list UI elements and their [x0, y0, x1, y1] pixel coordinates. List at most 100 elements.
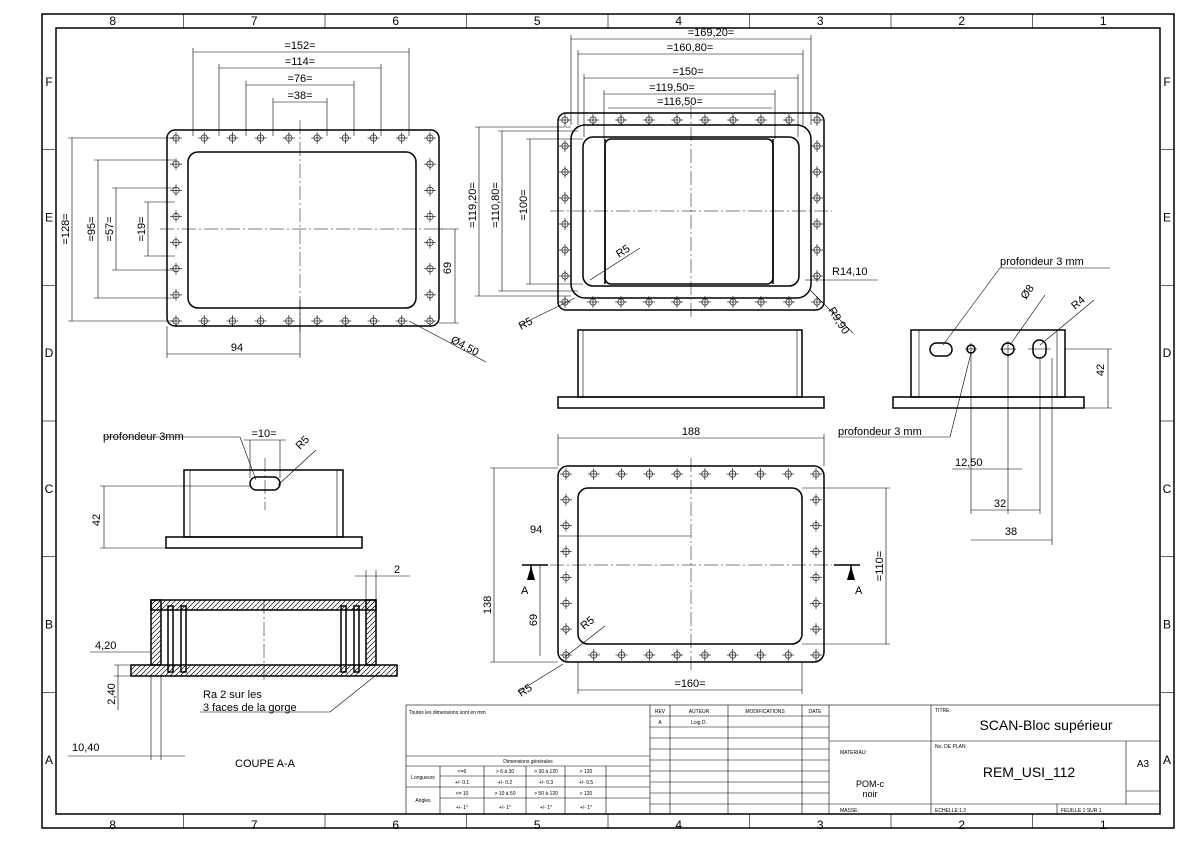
masse-label: MASSE: [840, 808, 859, 814]
dim-69: 69 [442, 262, 454, 274]
length-tol: +/- 0.2 [498, 780, 513, 786]
note-profondeur-l: profondeur 3mm [103, 431, 184, 443]
length-tol: +/- 0.3 [539, 780, 554, 786]
length-range: > 6 à 30 [496, 769, 514, 775]
general-dims: Dimensions générales [503, 759, 553, 765]
length-range: > 30 à 120 [534, 769, 558, 775]
dim-94: 94 [231, 342, 243, 354]
hole-pattern-center [560, 468, 822, 661]
no-plan-value: REM_USI_112 [983, 764, 1076, 780]
no-plan-label: No. DE PLAN [935, 744, 966, 750]
angle-tol: +/- 1° [580, 805, 592, 811]
angle-range: > 50 à 120 [534, 791, 558, 797]
zone-col-label: 2 [958, 14, 965, 28]
angle-range: > 120 [580, 791, 593, 797]
dim-1250: 12,50 [955, 457, 983, 469]
dim-42-l: 42 [91, 514, 103, 526]
zone-col-label: 4 [675, 14, 682, 28]
zone-row-label: F [45, 75, 52, 89]
section-view-aa: 2 4,20 2,40 10,40 Ra 2 sur les 3 faces d… [68, 564, 410, 770]
tolerance-table: <=6 > 6 à 30 > 30 à 120 > 120 +/- 0.1 +/- 0.2… [455, 769, 594, 811]
materiau-value-1: POM-c [856, 779, 884, 789]
hole-pattern-right [559, 114, 823, 308]
front-view-center [557, 329, 825, 409]
zone-row-label: C [45, 482, 54, 496]
author-value: Loig D. [691, 720, 707, 726]
length-tol: +/- 0.5 [579, 780, 594, 786]
zone-col-label: 2 [958, 818, 965, 832]
plan-view-center: 188 94 138 69 =110= R5 R5 =160= A A [482, 426, 890, 700]
angle-tol: +/- 1° [540, 805, 552, 811]
section-marker-a-left: A [521, 585, 529, 597]
dim-r1410: R14,10 [832, 266, 867, 278]
angles-label: Angles [415, 798, 431, 804]
dim-95: =95= [86, 216, 98, 241]
length-range: <=6 [458, 769, 467, 775]
note-profondeur-r2: profondeur 3 mm [838, 426, 922, 438]
zone-row-label: B [45, 618, 53, 632]
dim-38: =38= [287, 90, 312, 102]
note-ra-2: 3 faces de la gorge [203, 702, 297, 714]
zone-col-label: 8 [109, 14, 116, 28]
section-title: COUPE A-A [235, 758, 296, 770]
dim-d450: Ø4,50 [449, 334, 481, 359]
zone-row-label: A [45, 753, 53, 767]
dim-r5-a: R5 [614, 243, 632, 261]
feuille: FEUILLE 1 SUR 1 [1061, 808, 1102, 814]
dim-19: =19= [136, 216, 148, 241]
zone-col-label: 3 [817, 14, 824, 28]
dim-r4: R4 [1069, 294, 1087, 312]
dim-d8: Ø8 [1019, 283, 1037, 302]
title-block: Toutes les dimensions sont en mm REV AUT… [405, 704, 1161, 815]
hole-pattern-left [170, 132, 436, 327]
zone-col-label: 7 [251, 14, 258, 28]
dim-11920: =119,20= [467, 182, 479, 228]
units-note: Toutes les dimensions sont en mm [409, 710, 486, 716]
date-header: DATE [809, 709, 823, 715]
zone-row-label: A [1163, 753, 1171, 767]
dim-r5-b: R5 [517, 315, 535, 332]
dim-42-r: 42 [1095, 364, 1107, 376]
zone-col-label: 1 [1100, 14, 1107, 28]
zone-col-label: 5 [534, 818, 541, 832]
dim-57: =57= [104, 216, 116, 241]
echelle: ECHELLE:1:2 [935, 808, 966, 814]
dim-150: =150= [672, 66, 703, 78]
format-value: A3 [1137, 759, 1150, 770]
modif-header: MODIFICATIONS [745, 709, 785, 715]
zone-row-label: C [1163, 482, 1172, 496]
dim-94-c: 94 [530, 524, 542, 536]
zone-col-label: 4 [675, 818, 682, 832]
zone-row-label: E [45, 211, 53, 225]
rev-header: REV [655, 709, 666, 715]
zone-row-label: D [45, 346, 54, 360]
dim-110: =110= [874, 551, 886, 581]
materiau-value-2: noir [862, 789, 877, 799]
dim-11080: =110,80= [490, 182, 502, 228]
angle-range: > 10 à 50 [495, 791, 516, 797]
dim-188: 188 [682, 426, 700, 438]
zone-row-label: B [1163, 618, 1171, 632]
dim-128: =128= [60, 213, 72, 244]
titre-value: SCAN-Bloc supérieur [979, 717, 1112, 733]
dim-r5-c2: R5 [516, 682, 534, 700]
author-header: AUTEUR [689, 709, 710, 715]
titre-label: TITRE: [935, 708, 951, 714]
zone-row-label: D [1163, 346, 1172, 360]
dim-160: =160= [674, 678, 705, 690]
note-ra-1: Ra 2 sur les [203, 689, 262, 701]
section-marker-a-right: A [855, 585, 863, 597]
note-profondeur-r1: profondeur 3 mm [1000, 256, 1084, 268]
zone-row-label: E [1163, 211, 1171, 225]
dim-16080: =160,80= [667, 42, 714, 54]
dim-2: 2 [394, 564, 400, 576]
dim-420: 4,20 [95, 640, 116, 652]
dim-38-r: 38 [1005, 526, 1017, 538]
length-range: > 120 [580, 769, 593, 775]
zone-col-label: 6 [392, 14, 399, 28]
dim-10: =10= [251, 428, 276, 440]
length-tol: +/- 0.1 [455, 780, 470, 786]
zone-col-label: 7 [251, 818, 258, 832]
dim-r5-c1: R5 [578, 614, 596, 632]
